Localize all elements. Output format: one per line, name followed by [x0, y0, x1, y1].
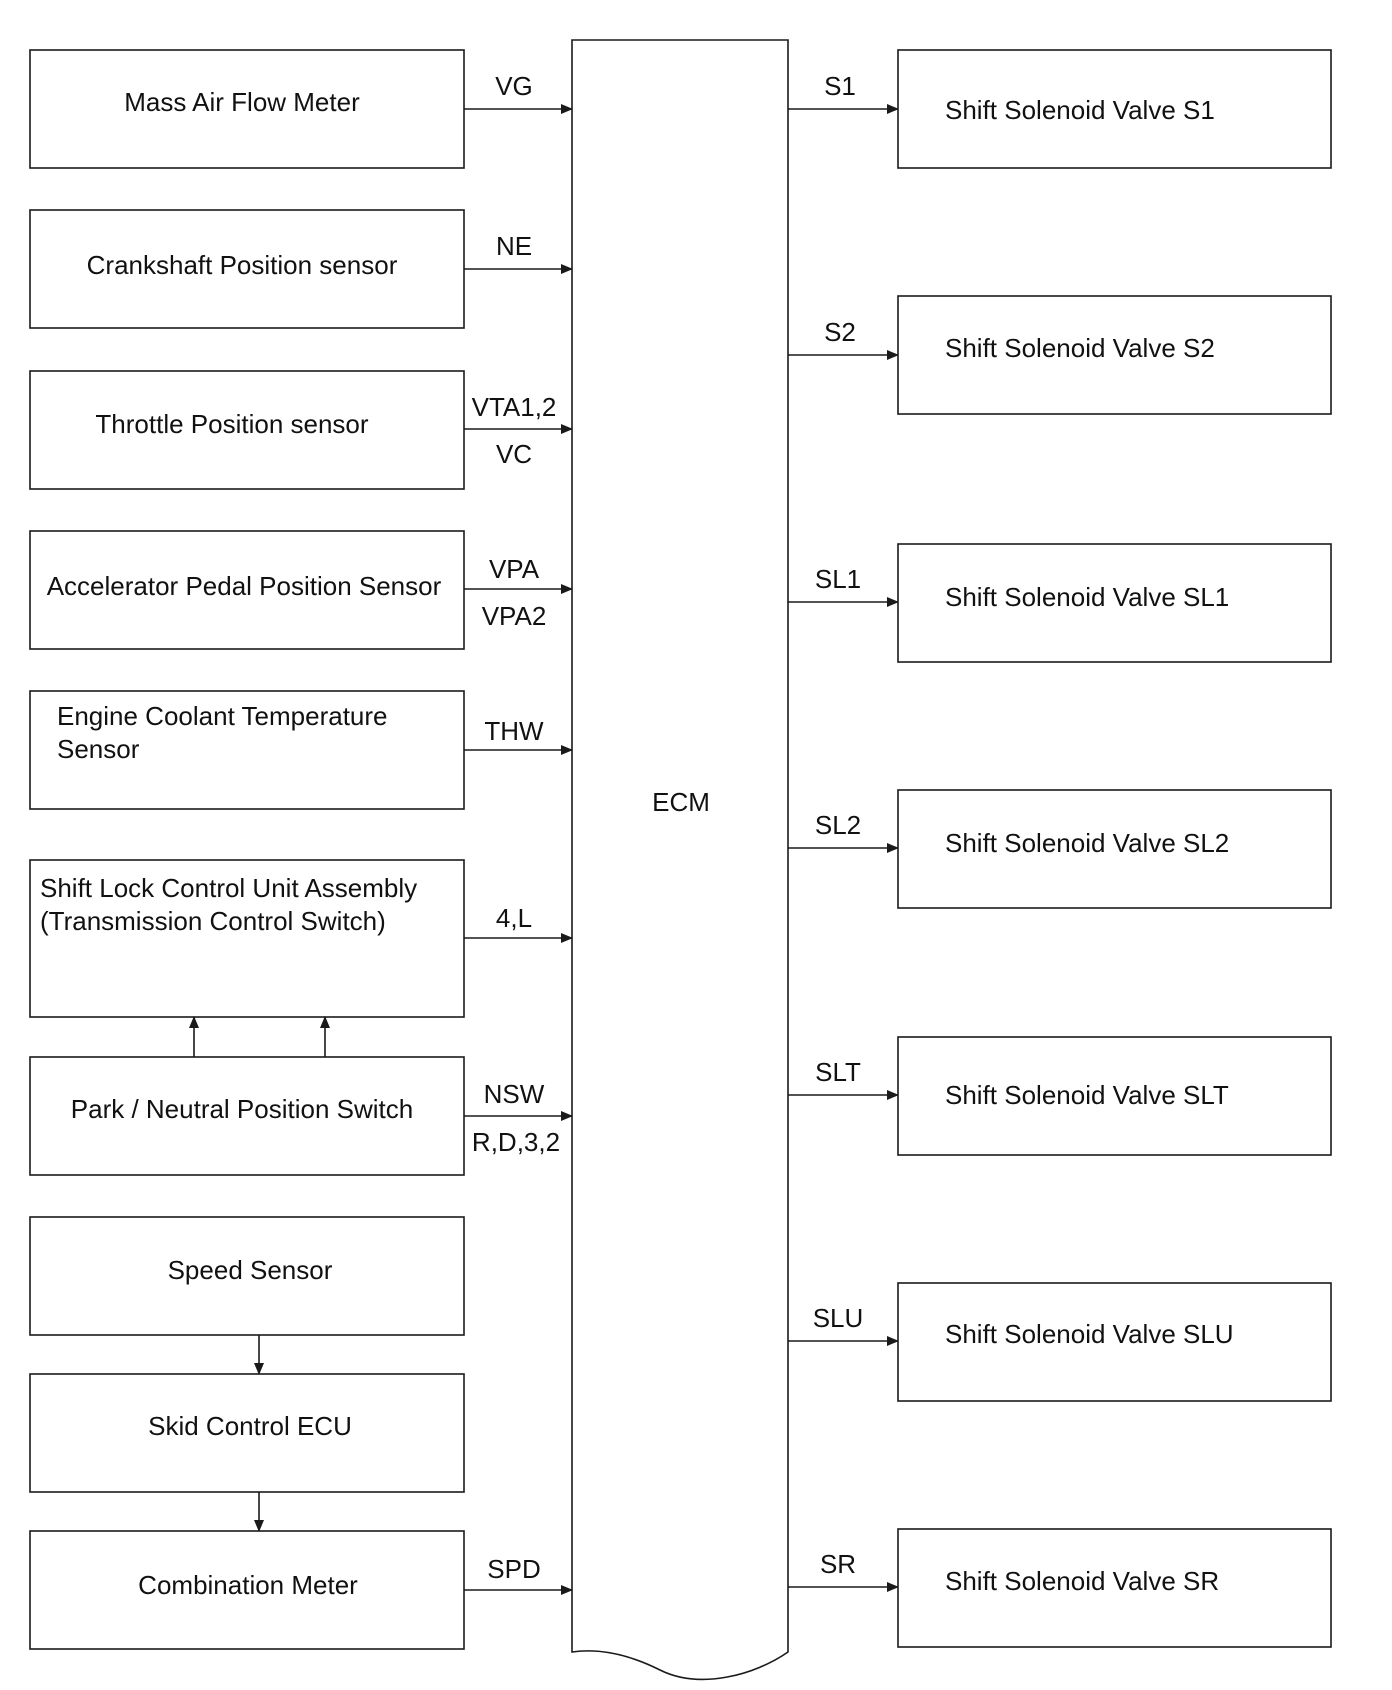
- engine-coolant-temperature-sensor-label-line1: Engine Coolant Temperature: [57, 701, 388, 731]
- throttle-position-sensor-label: Throttle Position sensor: [95, 409, 368, 439]
- sl2-signal-label: SL2: [815, 810, 861, 840]
- shift-lock-control-unit-label-line1: Shift Lock Control Unit Assembly: [40, 873, 417, 903]
- crankshaft-position-sensor-label: Crankshaft Position sensor: [87, 250, 398, 280]
- vc-signal-label: VC: [496, 439, 532, 469]
- shift-solenoid-valve-slt-label: Shift Solenoid Valve SLT: [945, 1080, 1229, 1110]
- shift-lock-control-unit-box: [29, 859, 465, 1018]
- vta12-signal-label: VTA1,2: [472, 392, 557, 422]
- s1-signal-label: S1: [824, 71, 856, 101]
- slu-signal-label: SLU: [813, 1303, 864, 1333]
- shift-solenoid-valve-sl1-box: [897, 543, 1332, 663]
- ne-signal-label: NE: [496, 231, 532, 261]
- spd-signal-label: SPD: [487, 1554, 540, 1584]
- engine-coolant-temperature-sensor-box: [29, 690, 465, 810]
- shift-solenoid-valve-slu-label: Shift Solenoid Valve SLU: [945, 1319, 1234, 1349]
- nsw-signal-label: NSW: [484, 1079, 545, 1109]
- shift-solenoid-valve-sl2-label: Shift Solenoid Valve SL2: [945, 828, 1229, 858]
- shift-solenoid-valve-sr-box: [897, 1528, 1332, 1648]
- shift-solenoid-valve-s1-box: [897, 49, 1332, 169]
- shift-solenoid-valve-sl1-label: Shift Solenoid Valve SL1: [945, 582, 1229, 612]
- vpa2-signal-label: VPA2: [482, 601, 547, 631]
- rd32-signal-label: R,D,3,2: [472, 1127, 560, 1157]
- sl1-signal-label: SL1: [815, 564, 861, 594]
- skid-control-ecu-label: Skid Control ECU: [148, 1411, 352, 1441]
- speed-sensor-label: Speed Sensor: [168, 1255, 333, 1285]
- crankshaft-position-sensor-box: [29, 209, 465, 329]
- combination-meter-box: [29, 1530, 465, 1650]
- thw-signal-label: THW: [484, 716, 544, 746]
- shift-lock-control-unit-label-line2: (Transmission Control Switch): [40, 906, 386, 936]
- vg-signal-label: VG: [495, 71, 533, 101]
- engine-coolant-temperature-sensor-label-line2: Sensor: [57, 734, 140, 764]
- sr-signal-label: SR: [820, 1549, 856, 1579]
- park-neutral-position-switch-label: Park / Neutral Position Switch: [71, 1094, 413, 1124]
- accelerator-pedal-position-sensor-label: Accelerator Pedal Position Sensor: [47, 571, 442, 601]
- shift-solenoid-valve-s1-label: Shift Solenoid Valve S1: [945, 95, 1215, 125]
- ecm-label: ECM: [652, 787, 710, 817]
- shift-solenoid-valve-sl2-box: [897, 789, 1332, 909]
- shift-solenoid-valve-s2-box: [897, 295, 1332, 415]
- vpa-signal-label: VPA: [489, 554, 540, 584]
- slt-signal-label: SLT: [815, 1057, 861, 1087]
- combination-meter-label: Combination Meter: [138, 1570, 358, 1600]
- shift-solenoid-valve-sr-label: Shift Solenoid Valve SR: [945, 1566, 1219, 1596]
- shift-solenoid-valve-slu-box: [897, 1282, 1332, 1402]
- s2-signal-label: S2: [824, 317, 856, 347]
- skid-control-ecu-box: [29, 1373, 465, 1493]
- speed-sensor-box: [29, 1216, 465, 1336]
- ecm-block: [571, 39, 789, 1681]
- shift-solenoid-valve-slt-box: [897, 1036, 1332, 1156]
- throttle-position-sensor-box: [29, 370, 465, 490]
- 4l-signal-label: 4,L: [496, 903, 532, 933]
- shift-solenoid-valve-s2-label: Shift Solenoid Valve S2: [945, 333, 1215, 363]
- accelerator-pedal-position-sensor-box: [29, 530, 465, 650]
- mass-air-flow-meter-label: Mass Air Flow Meter: [124, 87, 360, 117]
- mass-air-flow-meter-box: [29, 49, 465, 169]
- park-neutral-position-switch-box: [29, 1056, 465, 1176]
